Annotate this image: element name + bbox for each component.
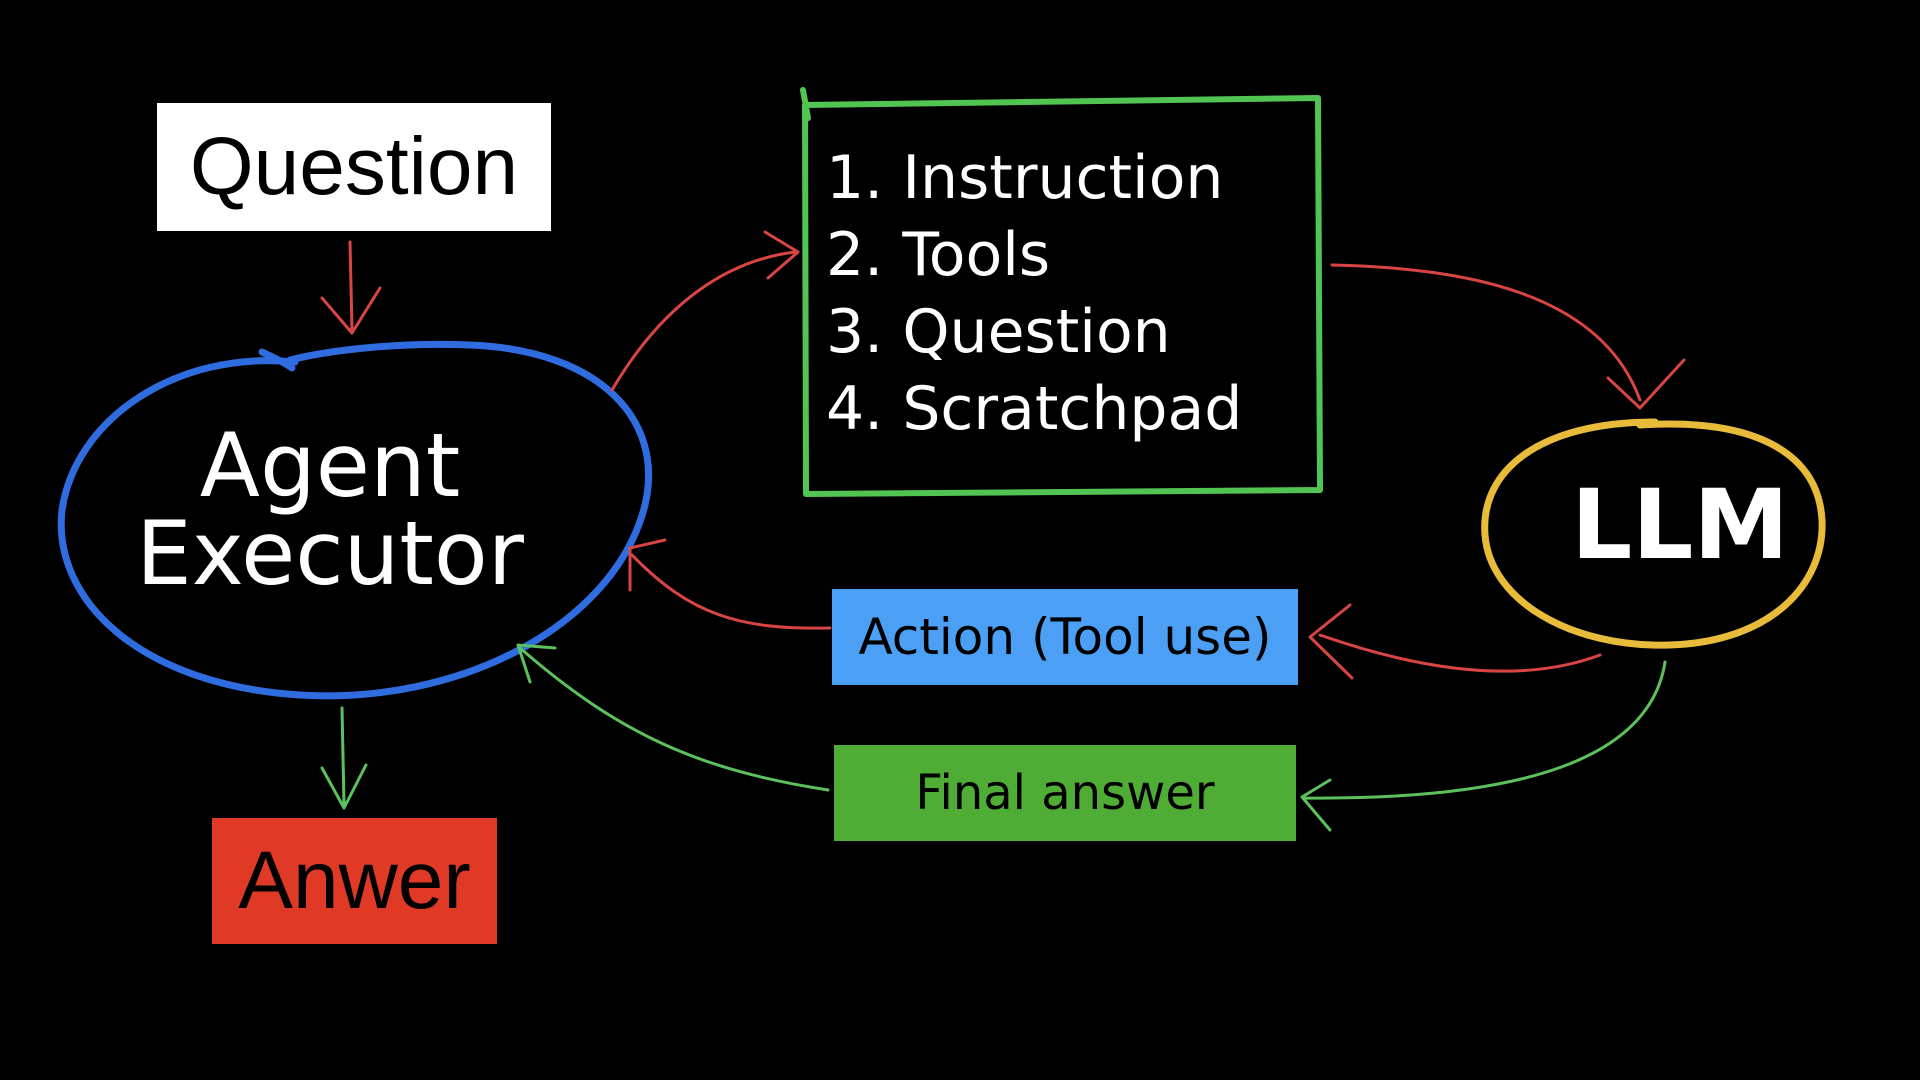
- agent-executor-node: Agent Executor: [70, 390, 590, 630]
- final-answer-box: Final answer: [834, 745, 1296, 841]
- prompt-item-question: 3. Question: [826, 297, 1171, 367]
- question-label: Question: [189, 121, 519, 212]
- action-label: Action (Tool use): [858, 608, 1272, 666]
- prompt-components-list: 1. Instruction 2. Tools 3. Question 4. S…: [826, 140, 1306, 448]
- final-answer-box-fill: [834, 745, 1296, 841]
- prompt-box-outline: [800, 87, 1323, 497]
- llm-to-action-arrow: [1308, 603, 1602, 680]
- final-answer-label: Final answer: [915, 765, 1215, 821]
- prompt-to-llm-arrow: [1330, 263, 1686, 410]
- action-box: Action (Tool use): [832, 589, 1298, 685]
- action-box-fill: [832, 589, 1298, 685]
- agent-to-prompt-arrow: [610, 230, 800, 392]
- question-box: Question: [157, 103, 551, 231]
- llm-label: LLM: [1571, 469, 1789, 581]
- question-box-fill: [157, 103, 551, 231]
- agent-outline-tail: [258, 348, 296, 372]
- agent-executor-outline: [57, 340, 653, 700]
- question-to-agent-arrow: [320, 240, 382, 335]
- prompt-item-scratchpad: 4. Scratchpad: [826, 374, 1243, 444]
- llm-outline: [1481, 418, 1826, 649]
- prompt-item-tools: 2. Tools: [826, 220, 1051, 290]
- answer-label: Anwer: [238, 835, 471, 926]
- agent-to-answer-arrow: [320, 706, 368, 810]
- red-arrows: [320, 230, 1686, 680]
- answer-box: Anwer: [212, 818, 497, 944]
- action-to-agent-arrow: [628, 538, 832, 630]
- llm-to-final-arrow: [1300, 660, 1667, 832]
- final-to-agent-arrow: [516, 643, 830, 792]
- green-arrows: [320, 643, 1667, 832]
- answer-box-fill: [212, 818, 497, 944]
- prompt-item-instruction: 1. Instruction: [826, 143, 1224, 213]
- agent-executor-line2: Executor: [136, 502, 524, 605]
- agent-executor-line1: Agent: [199, 414, 461, 517]
- llm-node: LLM: [1480, 469, 1880, 581]
